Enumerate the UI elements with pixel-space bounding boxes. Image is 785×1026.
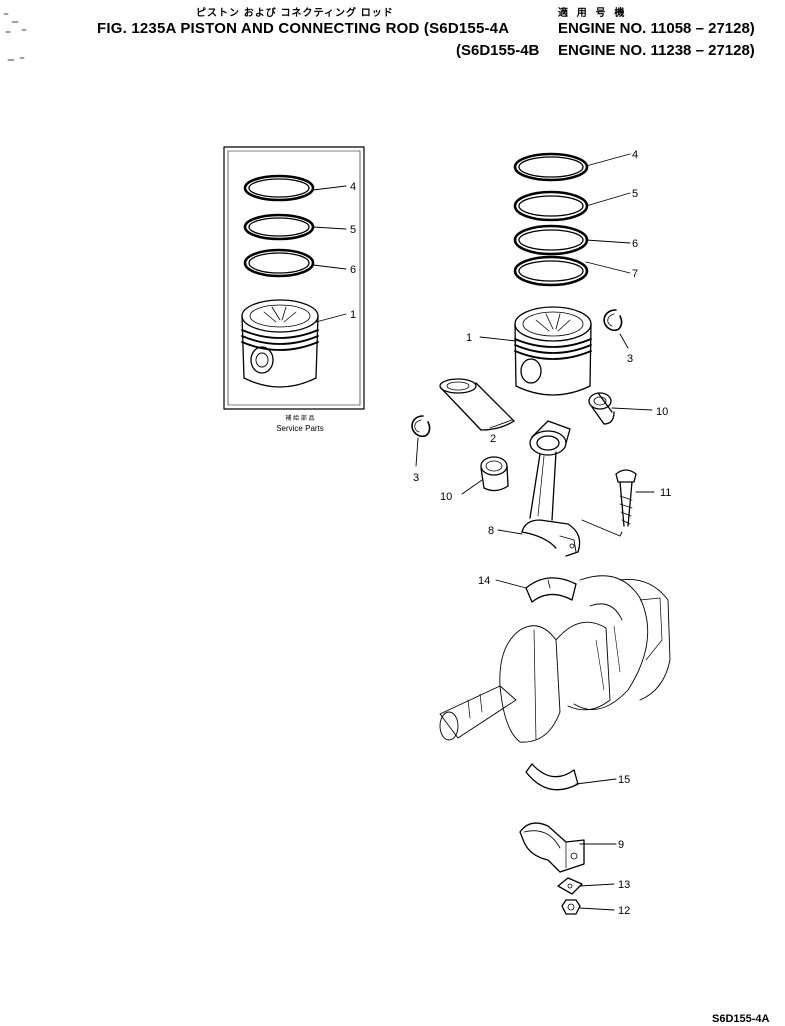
piston-rings [513,152,589,287]
inset-ring-4 [243,174,315,202]
ring-4 [513,152,589,182]
callout-1: 1 [466,332,472,344]
callout-12: 12 [618,905,630,917]
piston-pin [439,378,515,431]
engine-range-4a: ENGINE NO. 11058 – 27128) [558,20,755,37]
ring-7 [513,255,589,287]
leader-lines [415,153,655,911]
snap-ring-3-upper [603,309,623,332]
conrod-bushing-10-lower [480,456,509,492]
callout-15: 15 [618,774,630,786]
japanese-applicable-engines-label: 適 用 号 機 [558,8,628,19]
service-parts-inset: 4 5 6 1 補 給 部 品 Service Parts [223,146,365,433]
figure-code: S6D155-4A [712,1013,770,1025]
callout-5: 5 [632,188,638,200]
lower-bearing-15 [525,763,579,791]
inset-callout-5: 5 [350,224,356,236]
inset-leaders [312,185,347,323]
callouts: 4 5 6 7 3 1 10 2 3 11 10 8 14 15 9 13 12 [413,149,671,917]
crankshaft [439,575,671,743]
figure-title: FIG. 1235A PISTON AND CONNECTING ROD (S6… [97,20,510,37]
scan-specks [3,13,27,61]
nut-12 [561,899,581,915]
inset-callout-6: 6 [350,264,356,276]
callout-7: 7 [632,268,638,280]
inset-ring-5 [243,213,315,241]
callout-2: 2 [490,433,496,445]
inset-frame-inner [227,150,361,406]
ring-5 [513,190,589,222]
upper-bearing-14 [525,577,577,603]
callout-4: 4 [632,149,638,161]
inset-frame [223,146,365,410]
engine-range-4b: ENGINE NO. 11238 – 27128) [558,42,755,59]
callout-9: 9 [618,839,624,851]
model-variant-4b: (S6D155-4B [456,42,540,59]
callout-3-upper: 3 [627,353,633,365]
callout-10-lower: 10 [440,491,452,503]
inset-caption: Service Parts [276,424,324,433]
callout-14: 14 [478,575,490,587]
lock-plate-13 [557,877,583,895]
inset-callout-1: 1 [350,309,356,321]
callout-13: 13 [618,879,630,891]
inset-japanese-caption: 補 給 部 品 [285,414,314,422]
japanese-title: ピストン および コネクティング ロッド [196,8,394,19]
snap-ring-3-lower [411,415,431,438]
ring-6 [513,224,589,256]
callout-11: 11 [660,487,671,499]
conrod-bushing-10-upper [588,392,615,425]
callout-10-upper: 10 [656,406,668,418]
callout-6: 6 [632,238,638,250]
callout-3-lower: 3 [413,472,419,484]
rod-cap-9 [519,822,585,873]
conrod-bolt-11 [581,469,637,537]
inset-piston [241,299,319,388]
connecting-rod [521,420,581,557]
piston [514,306,592,396]
callout-8: 8 [488,525,494,537]
inset-ring-6 [243,248,315,278]
inset-callout-4: 4 [350,181,356,193]
